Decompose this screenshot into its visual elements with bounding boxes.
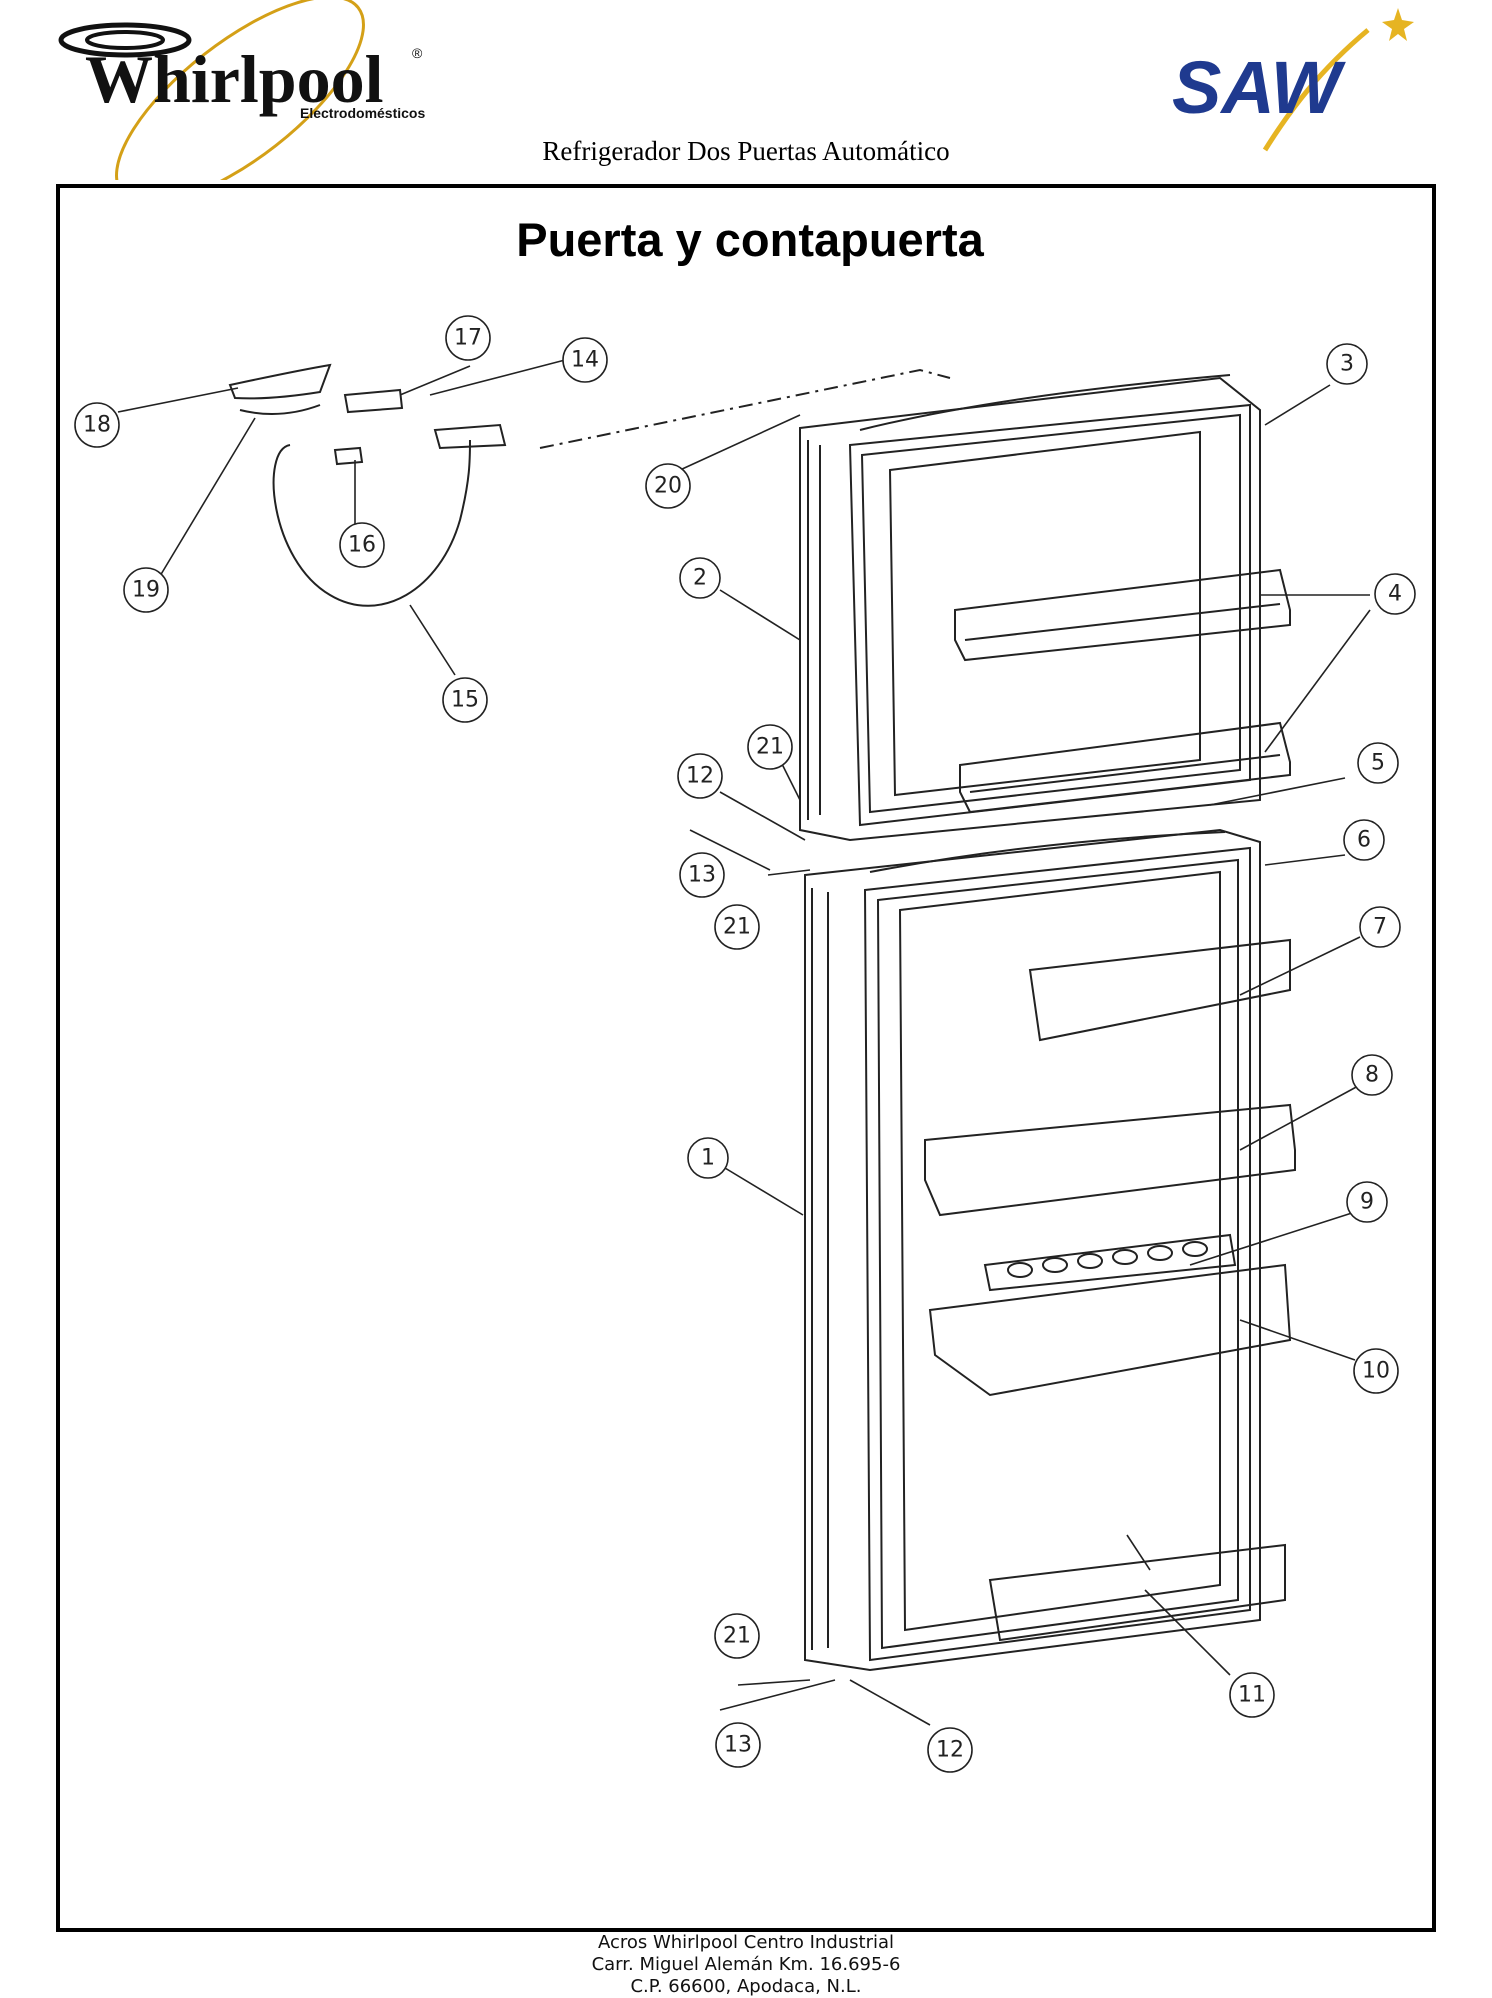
svg-text:15: 15 [451,688,479,713]
svg-text:5: 5 [1371,751,1385,776]
svg-text:11: 11 [1238,1683,1266,1708]
callout-11: 11 [1229,1672,1275,1718]
svg-text:19: 19 [132,578,160,603]
callout-1: 1 [687,1137,729,1179]
callout-21-upper: 21 [747,724,793,770]
callout-21-lower: 21 [714,1613,760,1659]
freezer-door-drawing [799,374,1291,842]
callout-16: 16 [339,522,385,568]
switch-block [343,388,404,414]
callout-12-lower: 12 [927,1727,973,1773]
callout-14: 14 [562,337,608,383]
wire-harness [272,439,471,607]
svg-text:16: 16 [348,533,376,558]
diagram-frame: Puerta y contapuerta [56,184,1436,1932]
svg-text:13: 13 [724,1733,752,1758]
callout-12-upper: 12 [677,753,723,799]
star-trail-icon [1262,28,1370,152]
terminal [333,446,364,466]
document-subtitle: Refrigerador Dos Puertas Automático [542,136,950,166]
parts-drawing [228,363,1296,1672]
partner-logo-text: SAW [1172,46,1347,129]
svg-text:7: 7 [1373,915,1387,940]
svg-text:3: 3 [1340,352,1354,377]
callout-2: 2 [679,557,721,599]
callout-19: 19 [123,567,169,613]
callout-9: 9 [1346,1181,1388,1223]
callout-3: 3 [1326,343,1368,385]
fresh-food-door-drawing [804,828,1296,1672]
brand-sub: Electrodomésticos [300,105,425,121]
svg-text:21: 21 [723,915,751,940]
svg-text:1: 1 [701,1146,715,1171]
shelf-11-outline [988,1543,1286,1642]
diagram-title: Puerta y contapuerta [516,213,984,266]
svg-text:17: 17 [454,326,482,351]
callout-10: 10 [1353,1348,1399,1394]
shelf-7-outline [1028,938,1291,1042]
svg-text:18: 18 [83,413,111,438]
callout-5: 5 [1357,742,1399,784]
svg-text:21: 21 [756,735,784,760]
whirlpool-logo: Whirlpool ® Electrodomésticos [58,0,425,205]
footer-line-1: Acros Whirlpool Centro Industrial [597,1932,895,1953]
svg-text:8: 8 [1365,1063,1379,1088]
callout-7: 7 [1359,906,1401,948]
callouts: 1 2 3 4 5 6 7 8 9 10 11 12 12 13 13 14 1… [74,315,1416,1773]
lamp-cover [228,363,332,400]
svg-text:12: 12 [936,1738,964,1763]
svg-text:14: 14 [571,348,599,373]
svg-text:4: 4 [1388,582,1402,607]
callout-17: 17 [445,315,491,361]
registered-mark: ® [412,45,423,61]
svg-text:6: 6 [1357,828,1371,853]
egg-tray-outline [983,1233,1237,1292]
callout-4: 4 [1374,573,1416,615]
brand-name: Whirlpool [85,41,384,117]
saw-logo: SAW [1172,8,1414,152]
callout-8: 8 [1351,1054,1393,1096]
callout-13-upper: 13 [679,852,725,898]
svg-text:10: 10 [1362,1359,1390,1384]
callout-20: 20 [645,463,691,509]
callout-13-lower: 13 [715,1722,761,1768]
shelf-8-outline [924,1103,1296,1217]
svg-text:2: 2 [693,566,707,591]
svg-text:20: 20 [654,474,682,499]
callout-18: 18 [74,402,120,448]
footer-line-2: Carr. Miguel Alemán Km. 16.695-6 [591,1954,901,1975]
footer-line-3: C.P. 66600, Apodaca, N.L. [630,1976,862,1997]
svg-text:21: 21 [723,1624,751,1649]
page-header: Whirlpool ® Electrodomésticos SAW Refrig… [0,0,1492,205]
lamp-assembly-drawing [228,363,951,607]
star-icon [1382,8,1414,41]
svg-text:9: 9 [1360,1190,1374,1215]
header-logos: Whirlpool ® Electrodomésticos SAW [58,0,1414,205]
page-footer: Acros Whirlpool Centro Industrial Carr. … [0,1932,1492,1998]
svg-text:13: 13 [688,863,716,888]
connector-block [433,423,507,450]
callout-6: 6 [1343,819,1385,861]
callout-21-middle: 21 [714,904,760,950]
svg-text:12: 12 [686,764,714,789]
shelf-10-outline [928,1263,1292,1397]
callout-15: 15 [442,677,488,723]
leader-lines [117,359,1371,1726]
